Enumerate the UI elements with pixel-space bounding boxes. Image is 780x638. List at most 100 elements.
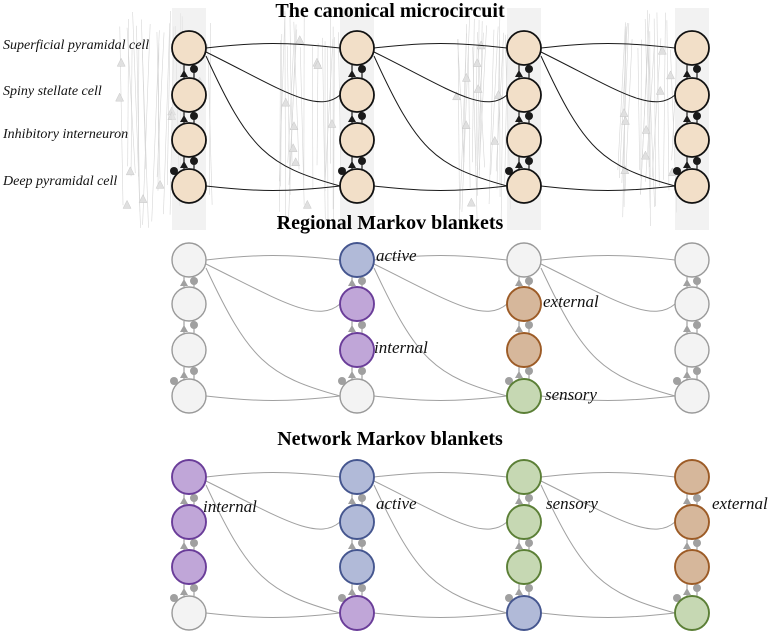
canonical-node: [506, 30, 542, 66]
dendrite-line: [142, 23, 151, 225]
neuron-soma: [327, 118, 337, 128]
inactive-node: [171, 378, 207, 414]
label-network-internal: internal: [203, 497, 257, 516]
inhibitory-synapse: [358, 112, 366, 120]
excitatory-arrowhead: [180, 70, 188, 77]
backward-connection-deep: [373, 55, 508, 187]
active-node: [339, 504, 375, 540]
external-node: [674, 504, 710, 540]
backward-connection-bottom: [540, 612, 676, 618]
neuron-soma: [122, 199, 132, 209]
neuron-soma: [167, 111, 177, 120]
dendrite-line: [136, 25, 141, 212]
excitatory-arrowhead: [180, 325, 188, 332]
excitatory-arrowhead: [683, 70, 691, 77]
excitatory-arrowhead: [180, 588, 188, 595]
dendrite-line: [457, 38, 460, 228]
excitatory-arrowhead: [348, 497, 356, 504]
inhibitory-synapse: [190, 584, 198, 592]
inhibitory-synapse: [673, 594, 681, 602]
excitatory-arrowhead: [515, 588, 523, 595]
excitatory-arrowhead: [683, 279, 691, 286]
inhibitory-synapse: [170, 594, 178, 602]
label-regional-sensory: sensory: [545, 385, 597, 404]
dendrite-line: [666, 20, 670, 191]
excitatory-arrowhead: [348, 161, 356, 168]
excitatory-arrowhead: [515, 325, 523, 332]
forward-connection-superficial: [373, 43, 508, 49]
canonical-node: [339, 168, 375, 204]
dendrite-line: [663, 12, 666, 180]
neuron-soma: [490, 135, 500, 145]
inhibitory-synapse: [190, 367, 198, 375]
canonical-node: [339, 30, 375, 66]
backward-connection-bottom: [373, 395, 508, 401]
sensory-node: [506, 549, 542, 585]
inhibitory-synapse: [358, 367, 366, 375]
inhibitory-synapse: [673, 377, 681, 385]
title-canonical-microcircuit: The canonical microcircuit: [275, 0, 505, 22]
inhibitory-synapse: [525, 321, 533, 329]
neuron-soma: [641, 150, 650, 160]
inhibitory-synapse: [190, 112, 198, 120]
backward-connection-bottom: [205, 612, 341, 618]
backward-connection-bottom: [373, 185, 508, 191]
forward-connection-superficial: [540, 472, 676, 478]
excitatory-arrowhead: [515, 542, 523, 549]
excitatory-arrowhead: [180, 115, 188, 122]
excitatory-arrowhead: [515, 115, 523, 122]
dendrite-line: [299, 47, 305, 205]
neuron-soma: [288, 143, 298, 153]
active-node: [339, 549, 375, 585]
neuron-soma: [466, 197, 476, 207]
dendrite-line: [478, 25, 487, 170]
dendrite-line: [151, 30, 160, 222]
label-superficial-pyramidal-cell: Superficial pyramidal cell: [3, 38, 150, 53]
dendrite-line: [138, 45, 140, 177]
inhibitory-synapse: [693, 321, 701, 329]
neuron-soma: [494, 90, 503, 99]
internal-node: [339, 286, 375, 322]
excitatory-arrowhead: [180, 371, 188, 378]
dendrite-line: [169, 26, 175, 215]
neuron-soma: [138, 194, 148, 203]
sensory-node: [674, 595, 710, 631]
inactive-node: [171, 595, 207, 631]
dendrite-line: [312, 46, 314, 190]
canonical-node: [674, 168, 710, 204]
inactive-node: [674, 286, 710, 322]
backward-connection-bottom: [205, 395, 341, 401]
neuron-soma: [473, 83, 483, 93]
dendrite-line: [472, 18, 475, 163]
excitatory-arrowhead: [348, 115, 356, 122]
dendrite-line: [280, 34, 283, 187]
canonical-node: [171, 122, 207, 158]
external-node: [506, 286, 542, 322]
excitatory-arrowhead: [348, 542, 356, 549]
backward-connection-deep: [205, 55, 341, 187]
backward-connection-deep: [540, 484, 676, 614]
external-node: [674, 459, 710, 495]
inhibitory-synapse: [693, 539, 701, 547]
internal-node: [339, 332, 375, 368]
canonical-node: [674, 30, 710, 66]
inhibitory-synapse: [170, 167, 178, 175]
dendrite-line: [457, 39, 465, 163]
forward-connection-superficial: [205, 43, 341, 49]
inhibitory-synapse: [693, 584, 701, 592]
label-network-external: external: [712, 494, 768, 513]
canonical-node: [506, 77, 542, 113]
inactive-node: [171, 332, 207, 368]
dendrite-line: [468, 46, 471, 188]
forward-connection-stellate: [373, 51, 508, 103]
canonical-node: [339, 77, 375, 113]
neuron-soma: [641, 124, 651, 134]
internal-node: [339, 595, 375, 631]
dendrite-line: [293, 21, 300, 170]
inhibitory-synapse: [525, 367, 533, 375]
dendrite-line: [286, 45, 291, 195]
excitatory-arrowhead: [180, 497, 188, 504]
inhibitory-synapse: [673, 167, 681, 175]
regional-markov-blanket-panel: [170, 242, 710, 414]
neuron-soma: [657, 45, 667, 55]
